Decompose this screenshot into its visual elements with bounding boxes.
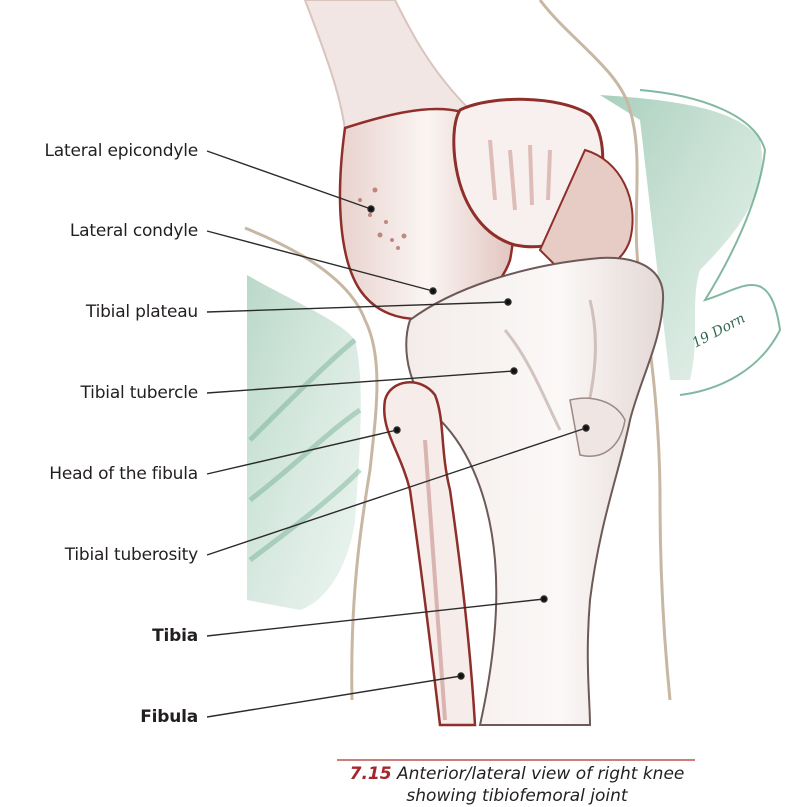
caption-rule bbox=[337, 759, 695, 761]
label-tibial-tuberosity: Tibial tuberosity bbox=[64, 545, 198, 565]
label-fibula: Fibula bbox=[140, 707, 198, 727]
muscle-right bbox=[600, 89, 782, 396]
figure-number: 7.15 bbox=[349, 764, 392, 784]
caption-line-1: Anterior/lateral view of right knee bbox=[396, 764, 685, 784]
label-lateral-condyle: Lateral condyle bbox=[69, 221, 198, 241]
caption-line-2: showing tibiofemoral joint bbox=[406, 786, 628, 806]
label-lateral-epicondyle: Lateral epicondyle bbox=[44, 141, 199, 161]
muscle-left bbox=[247, 275, 362, 610]
label-tibia: Tibia bbox=[152, 626, 198, 646]
label-tibial-tubercle: Tibial tubercle bbox=[80, 383, 199, 403]
figure-caption: 7.15 Anterior/lateral view of right knee… bbox=[337, 763, 697, 807]
label-head-of-fibula: Head of the fibula bbox=[49, 464, 198, 484]
label-tibial-plateau: Tibial plateau bbox=[85, 302, 198, 322]
